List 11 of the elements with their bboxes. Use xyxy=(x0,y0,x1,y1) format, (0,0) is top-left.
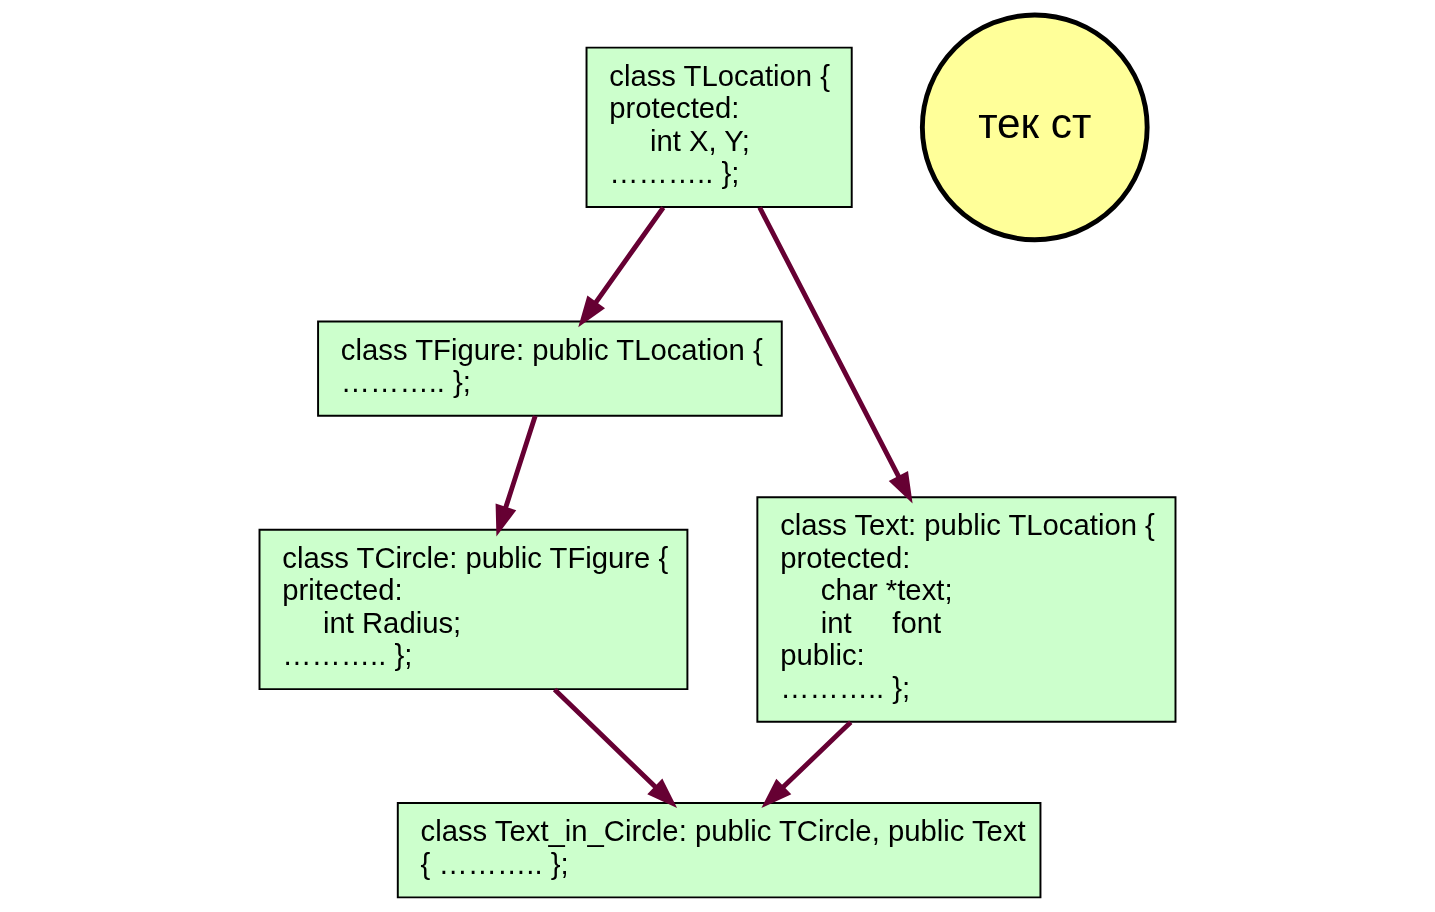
node-circle: тек ст xyxy=(919,12,1150,243)
arrow xyxy=(495,415,538,537)
arrow xyxy=(761,720,853,808)
node-box: class TCircle: public TFigure { pritected: int Radius; ……….. }; xyxy=(258,528,689,691)
node-box: class TLocation { protected: int X, Y; ……….. }; xyxy=(585,46,853,209)
arrow xyxy=(757,206,913,504)
arrow xyxy=(552,687,678,808)
node-box: class Text_in_Circle: public TCircle, public Text { ……….. }; xyxy=(396,802,1042,899)
node-box: class Text: public TLocation { protected: char *text; int font public: ……….. }; xyxy=(756,496,1177,723)
arrow xyxy=(578,206,666,328)
node-box: class TFigure: public TLocation { ……….. }; xyxy=(317,320,783,417)
